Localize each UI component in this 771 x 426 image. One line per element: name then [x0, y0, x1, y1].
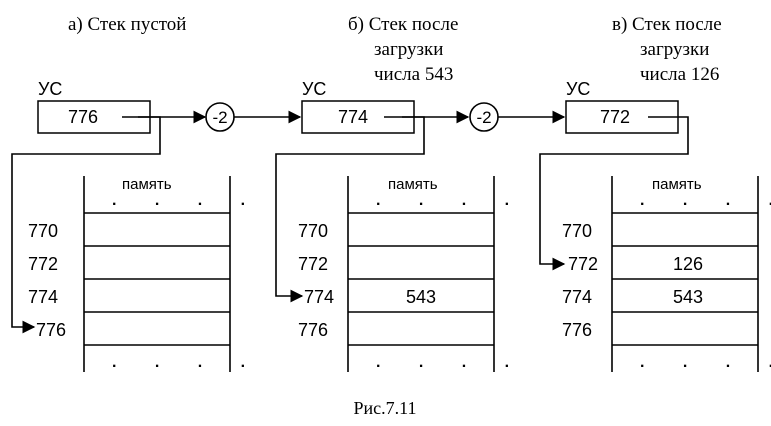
figure-caption: Рис.7.11: [354, 398, 417, 418]
panel-c-address-776: 776: [562, 320, 592, 340]
panel-c-address-772: 772: [568, 254, 598, 274]
decrement-label: -2: [212, 108, 227, 127]
panel-b-title-line-3: числа 543: [374, 64, 453, 85]
panel-b-sp-value: 774: [338, 107, 368, 127]
panel-c-title-line-3: числа 126: [640, 64, 719, 85]
panel-a-memory-top-ellipsis: . . . .: [112, 192, 262, 209]
decrement-node-2: -2: [469, 102, 499, 132]
panel-c-memory-top-ellipsis: . . . .: [640, 192, 771, 209]
panel-c-cell-772: 126: [673, 254, 703, 274]
panel-a-address-772: 772: [28, 254, 58, 274]
panel-b-memory-label: память: [388, 176, 438, 193]
panel-b-memory-bottom-ellipsis: . . . .: [376, 354, 526, 371]
panel-c-address-774: 774: [562, 287, 592, 307]
panel-c-memory-label: память: [652, 176, 702, 193]
panel-b: б) Стек после загрузки числа 543 УС 774 …: [275, 14, 526, 372]
panel-a-address-774: 774: [28, 287, 58, 307]
panel-c-memory-bottom-ellipsis: . . . .: [640, 354, 771, 371]
panel-c-title-line-2: загрузки: [640, 39, 709, 60]
panel-c-title-line-1: в) Стек после: [612, 14, 722, 35]
panel-a-register-label: УС: [38, 79, 62, 99]
panel-a-address-770: 770: [28, 221, 58, 241]
panel-c-cell-774: 543: [673, 287, 703, 307]
panel-b-address-770: 770: [298, 221, 328, 241]
panel-c-address-770: 770: [562, 221, 592, 241]
panel-c-pointer-arrow: [539, 116, 689, 271]
decrement-node-1: -2: [205, 102, 235, 132]
panel-a-pointer-arrow: [11, 116, 161, 334]
panel-c-register-label: УС: [566, 79, 590, 99]
panel-a-title-line-1: а) Стек пустой: [68, 14, 186, 35]
panel-b-pointer-arrow: [275, 116, 425, 303]
panel-c-sp-value: 772: [600, 107, 630, 127]
panel-b-title-line-2: загрузки: [374, 39, 443, 60]
panel-b-memory-top-ellipsis: . . . .: [376, 192, 526, 209]
panel-a: а) Стек пустой УС 776 память . . . . . .…: [11, 14, 262, 372]
panel-c: в) Стек после загрузки числа 126 УС 772 …: [539, 14, 771, 372]
panel-b-cell-774: 543: [406, 287, 436, 307]
panel-a-address-776: 776: [36, 320, 66, 340]
panel-a-sp-value: 776: [68, 107, 98, 127]
panel-b-address-774: 774: [304, 287, 334, 307]
panel-b-register-label: УС: [302, 79, 326, 99]
decrement-label: -2: [476, 108, 491, 127]
panel-b-title-line-1: б) Стек после: [348, 14, 458, 35]
panel-a-memory-label: память: [122, 176, 172, 193]
panel-b-address-776: 776: [298, 320, 328, 340]
panel-b-address-772: 772: [298, 254, 328, 274]
panel-a-memory-bottom-ellipsis: . . . .: [112, 354, 262, 371]
